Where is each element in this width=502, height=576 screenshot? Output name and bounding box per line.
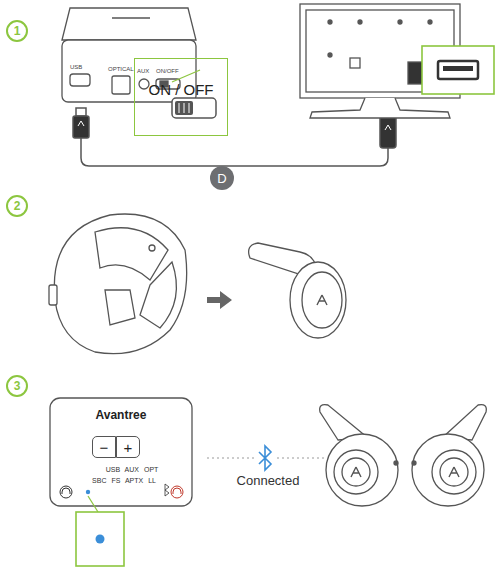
leader-line: [88, 496, 98, 512]
volume-button: −: [92, 436, 116, 458]
switch-knob: [175, 101, 193, 115]
bluetooth-symbol: [259, 446, 271, 470]
volume-button: +: [116, 436, 140, 458]
earbud-left: [320, 405, 398, 506]
headphone-icon: [60, 486, 72, 498]
node-text: 3: [14, 379, 21, 393]
node-text: D: [217, 171, 226, 186]
port-label: USB: [70, 64, 82, 70]
node-text: ON / OFF: [135, 81, 227, 98]
brand-name: Avantree: [50, 408, 192, 422]
step-number: 3: [6, 375, 28, 397]
usb-port-tongue: [443, 66, 473, 71]
node-text: −: [100, 439, 109, 456]
port-label: ON/OFF: [156, 68, 179, 74]
switch-grip: [179, 103, 189, 113]
step-number: 1: [6, 20, 28, 42]
port-label: OPTICAL: [108, 66, 134, 72]
cable-letter: D: [210, 166, 234, 190]
node-text: 1: [14, 24, 21, 38]
indicator-labels: USB AUX OPT: [50, 466, 192, 473]
bluetooth-symbol: [165, 484, 169, 496]
arrow-symbol: [207, 291, 232, 309]
usb-port-inset: [422, 46, 494, 94]
symbol-ground: [256, 446, 274, 470]
indicator-labels: SBC FS APTX LL: [50, 477, 192, 484]
status-label: Connected: [235, 473, 302, 488]
step-number: 2: [6, 195, 28, 217]
earbud: [249, 243, 346, 338]
usb-port: [438, 61, 478, 79]
charging-case: [49, 214, 187, 354]
switch-symbol: [172, 98, 216, 118]
device-panel: AvantreeUSB AUX OPT SBC FS APTX LL −+: [50, 398, 192, 506]
node-text: 2: [14, 199, 21, 213]
earbud-right: [412, 405, 486, 506]
headphone-icon: [171, 486, 183, 498]
led-dots: [86, 490, 90, 494]
node-text: +: [124, 439, 133, 456]
led-symbol: [96, 535, 105, 544]
port-label: AUX: [137, 68, 149, 74]
led-inset: [76, 512, 124, 566]
transmitter-front: [50, 398, 192, 506]
